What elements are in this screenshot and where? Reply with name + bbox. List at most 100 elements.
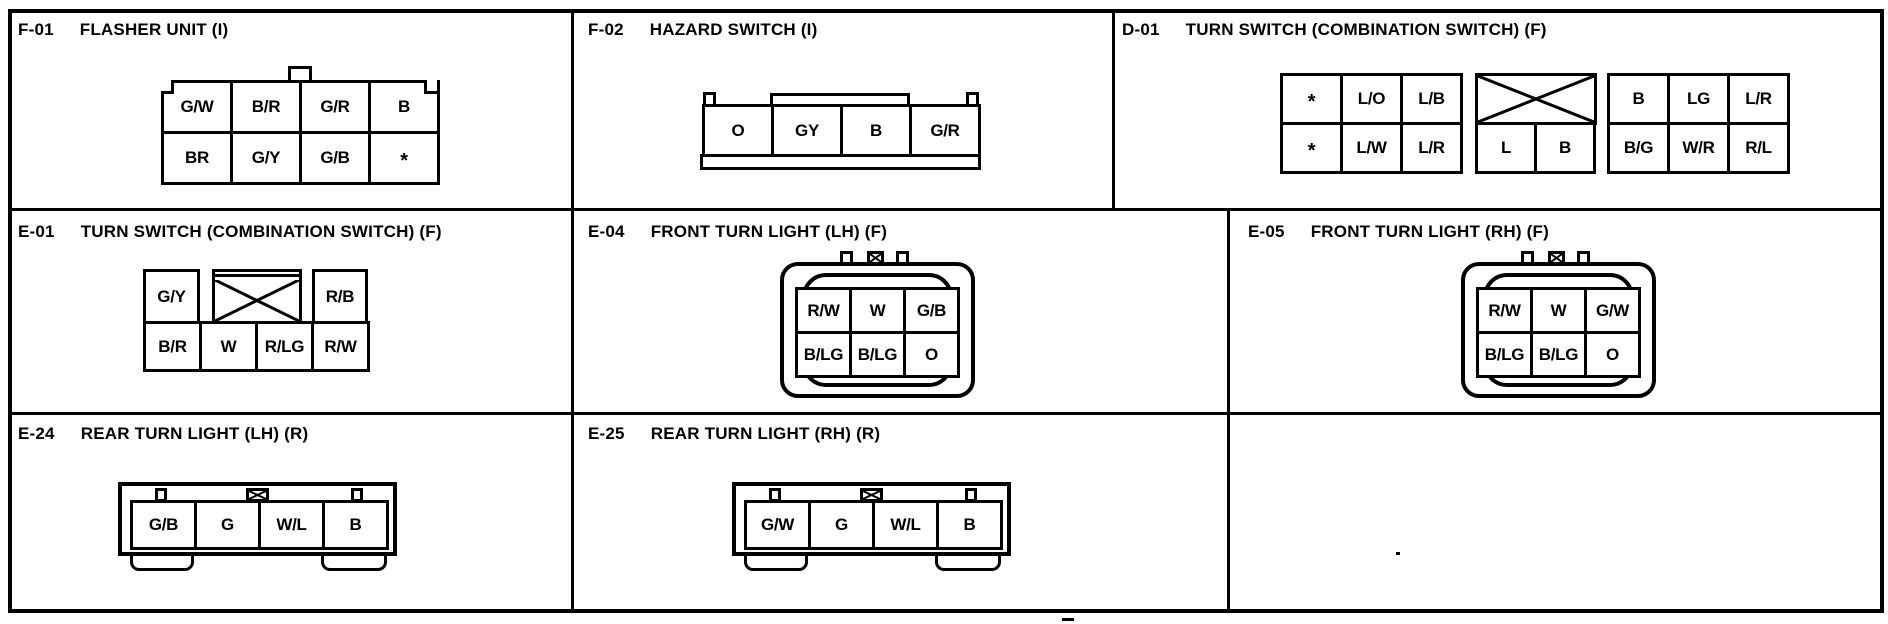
connector-code: F-02 xyxy=(588,20,624,39)
pin: W xyxy=(202,324,255,369)
section-header-f02: F-02 HAZARD SWITCH (I) xyxy=(588,20,817,40)
row-divider-1 xyxy=(8,208,1884,211)
pin: B xyxy=(1610,76,1667,122)
pin: G xyxy=(811,503,872,547)
f01-pin-grid: G/W B/R G/R B BR G/Y G/B * xyxy=(161,80,440,185)
scan-speck xyxy=(1396,552,1400,555)
pin: B/R xyxy=(233,83,299,131)
pin: G/R xyxy=(912,107,978,154)
e01-crossed-cavity-icon xyxy=(212,269,302,324)
f02-pin-grid: O GY B G/R xyxy=(702,104,981,157)
connector-name: REAR TURN LIGHT (LH) (R) xyxy=(80,424,309,443)
section-header-f01: F-01 FLASHER UNIT (I) xyxy=(18,20,228,40)
connector-code: E-01 xyxy=(18,222,55,241)
column-divider-2-rows23 xyxy=(1227,208,1230,611)
section-header-e04: E-04 FRONT TURN LIGHT (LH) (F) xyxy=(588,222,887,242)
pin: O xyxy=(906,334,957,375)
pin: W/L xyxy=(875,503,936,547)
pin: R/W xyxy=(1479,290,1530,331)
pin: W xyxy=(852,290,903,331)
connector-name: FLASHER UNIT (I) xyxy=(79,20,229,39)
e04-pin-grid: R/W W G/B B/LG B/LG O xyxy=(795,287,960,378)
d01-crossed-cavity-icon xyxy=(1475,73,1597,125)
pin: G/B xyxy=(133,503,194,547)
pin-unused: * xyxy=(371,134,437,182)
pin: G/Y xyxy=(146,272,197,321)
section-header-e01: E-01 TURN SWITCH (COMBINATION SWITCH) (F… xyxy=(18,222,442,242)
column-divider-2-row1 xyxy=(1112,9,1115,211)
column-divider-1 xyxy=(571,9,574,611)
pin: O xyxy=(1587,334,1638,375)
pin: B/R xyxy=(146,324,199,369)
pin: G xyxy=(197,503,258,547)
f01-corner-notch-left xyxy=(161,80,174,94)
pin: B xyxy=(939,503,1000,547)
pin: R/W xyxy=(798,290,849,331)
d01-pin-grid-middle: L B xyxy=(1475,122,1596,174)
connector-name: HAZARD SWITCH (I) xyxy=(649,20,818,39)
connector-name: TURN SWITCH (COMBINATION SWITCH) (F) xyxy=(80,222,442,241)
pin: BR xyxy=(164,134,230,182)
pin: B/LG xyxy=(1479,334,1530,375)
section-header-e05: E-05 FRONT TURN LIGHT (RH) (F) xyxy=(1248,222,1549,242)
pin: G/Y xyxy=(233,134,299,182)
pin: G/W xyxy=(164,83,230,131)
pin: L/W xyxy=(1343,125,1400,171)
pin: O xyxy=(705,107,771,154)
connector-code: D-01 xyxy=(1122,20,1160,39)
pin: L/R xyxy=(1403,125,1460,171)
pin: B/LG xyxy=(852,334,903,375)
pin: L/B xyxy=(1403,76,1460,122)
pin: B xyxy=(325,503,386,547)
connector-name: FRONT TURN LIGHT (LH) (F) xyxy=(650,222,888,241)
table-outer-border xyxy=(8,9,1884,613)
e01-pin-box-topleft: G/Y xyxy=(143,269,200,324)
pin: G/R xyxy=(302,83,368,131)
connector-code: E-24 xyxy=(18,424,55,443)
e05-housing-outline xyxy=(1461,262,1656,398)
connector-name: FRONT TURN LIGHT (RH) (F) xyxy=(1310,222,1549,241)
pin: L xyxy=(1478,125,1534,171)
e25-pin-grid: G/W G W/L B xyxy=(744,500,1003,550)
pin: R/B xyxy=(315,272,365,321)
scan-speck xyxy=(1062,618,1074,621)
e05-pin-grid: R/W W G/W B/LG B/LG O xyxy=(1476,287,1641,378)
e04-housing-outline xyxy=(780,262,975,398)
pin: B/LG xyxy=(798,334,849,375)
d01-pin-grid-left: * L/O L/B * L/W L/R xyxy=(1280,73,1463,174)
pin: R/L xyxy=(1730,125,1787,171)
pin: G/W xyxy=(747,503,808,547)
pin: W xyxy=(1533,290,1584,331)
pin: G/B xyxy=(906,290,957,331)
pin: GY xyxy=(774,107,840,154)
pin: R/W xyxy=(314,324,367,369)
connector-code: E-25 xyxy=(588,424,625,443)
section-header-d01: D-01 TURN SWITCH (COMBINATION SWITCH) (F… xyxy=(1122,20,1547,40)
connector-code: F-01 xyxy=(18,20,54,39)
row-divider-2 xyxy=(8,412,1884,415)
e01-pin-box-topright: R/B xyxy=(312,269,368,324)
connector-name: TURN SWITCH (COMBINATION SWITCH) (F) xyxy=(1185,20,1547,39)
pin: LG xyxy=(1670,76,1727,122)
pin: B/G xyxy=(1610,125,1667,171)
pin-unused: * xyxy=(1283,76,1340,122)
connector-code: E-04 xyxy=(588,222,625,241)
e01-pin-grid-bottom: B/R W R/LG R/W xyxy=(143,321,370,372)
pin: R/LG xyxy=(258,324,311,369)
pin: B/LG xyxy=(1533,334,1584,375)
connector-code: E-05 xyxy=(1248,222,1285,241)
pin: B xyxy=(1537,125,1593,171)
e01-crossed-cavity-topbar xyxy=(215,272,299,277)
e24-pin-grid: G/B G W/L B xyxy=(130,500,389,550)
pin-unused: * xyxy=(1283,125,1340,171)
pin: B xyxy=(843,107,909,154)
d01-pin-grid-right: B LG L/R B/G W/R R/L xyxy=(1607,73,1790,174)
f01-corner-notch-right xyxy=(424,80,437,94)
pin: W/R xyxy=(1670,125,1727,171)
pin: G/W xyxy=(1587,290,1638,331)
section-header-e24: E-24 REAR TURN LIGHT (LH) (R) xyxy=(18,424,308,444)
pin: G/B xyxy=(302,134,368,182)
connector-name: REAR TURN LIGHT (RH) (R) xyxy=(650,424,881,443)
pin: W/L xyxy=(261,503,322,547)
